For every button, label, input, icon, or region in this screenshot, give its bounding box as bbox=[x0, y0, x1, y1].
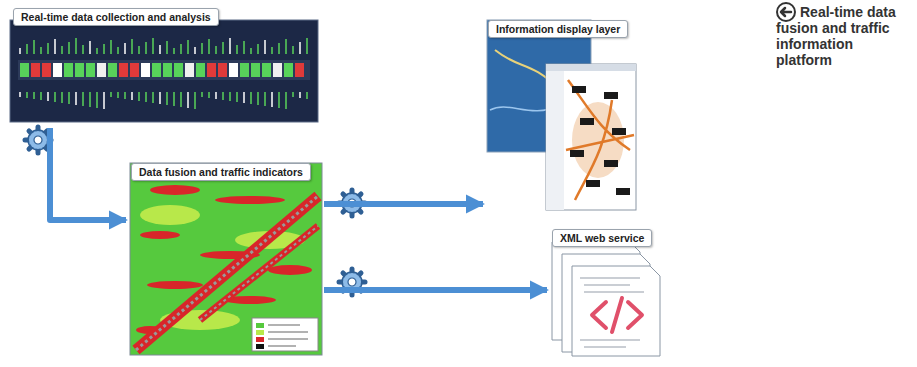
map-key bbox=[252, 318, 318, 351]
panel: Data fusion and traffic indicators bbox=[128, 160, 322, 355]
congestion-band bbox=[200, 226, 318, 320]
panel-title: Data fusion and traffic indicators bbox=[131, 163, 311, 181]
panel-title: XML web service bbox=[552, 229, 652, 247]
flow-arrow bbox=[324, 201, 483, 207]
map-callouts bbox=[570, 86, 630, 195]
flow-arrow bbox=[50, 128, 126, 220]
band-trace bbox=[200, 226, 318, 320]
map-window bbox=[546, 64, 636, 210]
panel-title: Information display layer bbox=[488, 20, 628, 38]
caption: Real-time data fusion and traffic inform… bbox=[776, 4, 912, 68]
heat-congestion bbox=[136, 185, 312, 334]
window-bar bbox=[546, 64, 636, 71]
band-trace bbox=[136, 196, 318, 350]
panel-title: Real-time data collection and analysis bbox=[13, 8, 219, 26]
congestion-band bbox=[136, 196, 318, 350]
xml-documents bbox=[552, 242, 660, 356]
panel: Information display layer bbox=[485, 17, 636, 212]
monitor-screen bbox=[10, 20, 318, 122]
map-key-swatches bbox=[256, 323, 308, 349]
heat-map bbox=[130, 163, 322, 355]
map-road bbox=[566, 80, 634, 200]
status-band bbox=[18, 60, 310, 80]
panel: XML web service bbox=[549, 226, 661, 356]
panel: Real-time data collection and analysis bbox=[10, 5, 318, 122]
status-blocks bbox=[20, 63, 304, 77]
window-sidebar bbox=[546, 71, 564, 210]
caption-icon bbox=[777, 3, 795, 21]
flow-arrow bbox=[324, 287, 547, 293]
